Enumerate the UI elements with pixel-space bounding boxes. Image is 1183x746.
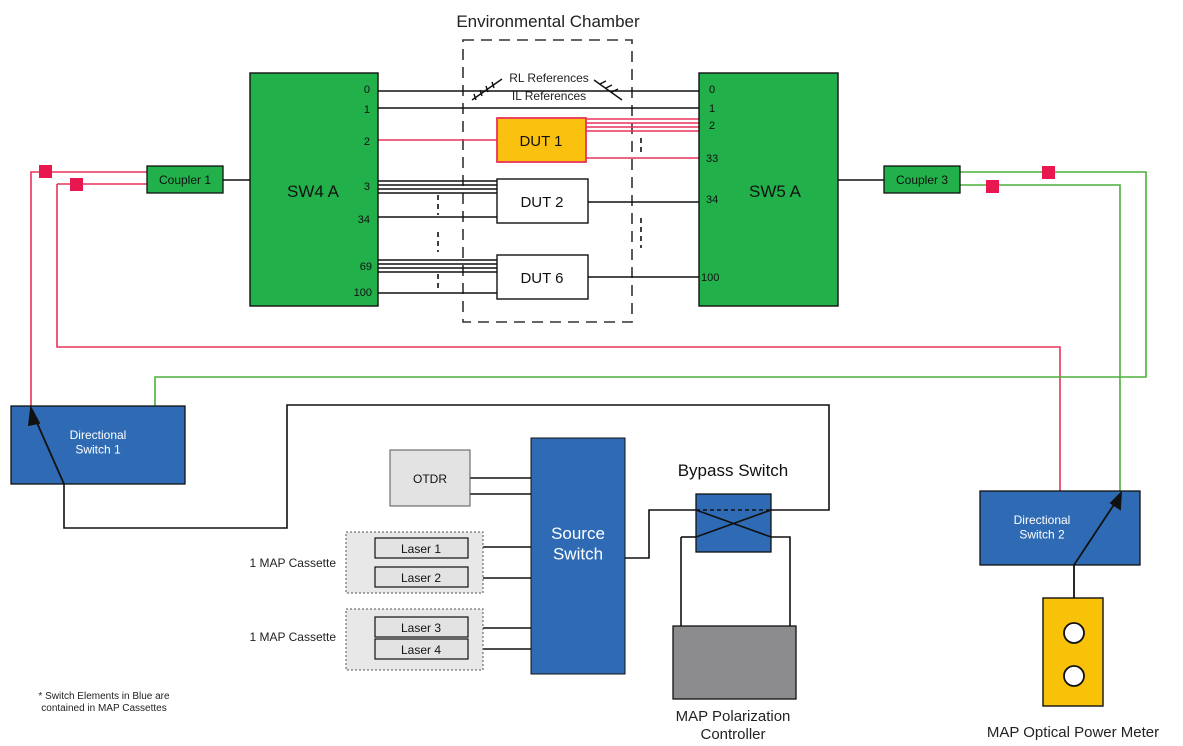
laser-1-box <box>374 537 469 559</box>
sw5-port: 0 <box>709 84 715 96</box>
otdr-label: OTDR <box>413 472 447 486</box>
rl-references-label: RL References <box>509 71 589 85</box>
otdr-box <box>389 449 471 507</box>
red-markers <box>39 165 1055 193</box>
dut-1-box <box>496 117 587 163</box>
sw4-port: 0 <box>364 84 370 96</box>
coupler-3-box <box>883 165 961 194</box>
sw5-port: 100 <box>701 272 719 284</box>
dut-6-box <box>496 254 589 300</box>
red-marker <box>39 165 52 178</box>
dut-2-box <box>496 178 589 224</box>
laser-3-box <box>374 616 469 638</box>
red-fiber-paths <box>30 118 1061 491</box>
dut-1-label: DUT 1 <box>519 133 562 150</box>
source-switch-box <box>530 437 626 675</box>
bypass-switch-label: Bypass Switch <box>678 461 789 480</box>
sw5-port: 33 <box>706 153 718 165</box>
chamber-title: Environmental Chamber <box>456 12 640 31</box>
laser-2-label: Laser 2 <box>401 571 441 585</box>
sw5-port: 2 <box>709 120 715 132</box>
laser-3-label: Laser 3 <box>401 621 441 635</box>
cassette-1-label: 1 MAP Cassette <box>250 556 337 570</box>
coupler-3-label: Coupler 3 <box>896 173 948 187</box>
sw4-port: 100 <box>354 287 372 299</box>
directional-switch-1-arrow <box>27 405 65 485</box>
sw4-port: 2 <box>364 136 370 148</box>
sw5-switch <box>698 72 839 307</box>
continuation-dashes <box>437 138 642 291</box>
polarization-controller-box <box>672 625 797 700</box>
power-meter-port-1 <box>1063 622 1085 644</box>
sw5-port-labels: 0 1 2 33 34 100 <box>701 84 719 284</box>
black-fiber-paths <box>63 90 884 650</box>
laser-4-box <box>374 638 469 660</box>
sw5-port: 34 <box>706 194 718 206</box>
sw4-port: 3 <box>364 181 370 193</box>
green-fiber-paths <box>154 171 1147 491</box>
rl-reference-terminator <box>471 78 623 101</box>
dut-6-label: DUT 6 <box>520 270 563 287</box>
red-marker <box>1042 166 1055 179</box>
laser-1-label: Laser 1 <box>401 542 441 556</box>
il-references-label: IL References <box>512 89 586 103</box>
coupler-1-box <box>146 165 224 194</box>
sw5-port: 1 <box>709 103 715 115</box>
laser-2-box <box>374 566 469 588</box>
sw4-port: 69 <box>360 261 372 273</box>
dut-2-label: DUT 2 <box>520 194 563 211</box>
power-meter-port-2 <box>1063 665 1085 687</box>
red-marker <box>70 178 83 191</box>
cassette-2-label: 1 MAP Cassette <box>250 630 337 644</box>
sw4-switch <box>249 72 379 307</box>
red-marker <box>986 180 999 193</box>
sw5-label: SW5 A <box>749 182 802 201</box>
sw4-port: 34 <box>358 214 370 226</box>
sw4-port: 1 <box>364 104 370 116</box>
laser-4-label: Laser 4 <box>401 643 441 657</box>
power-meter-body <box>1042 597 1104 707</box>
power-meter-label: MAP Optical Power Meter <box>987 724 1159 741</box>
directional-switch-2-arrow <box>1073 490 1123 598</box>
sw4-port-labels: 0 1 2 3 34 69 100 <box>354 84 372 299</box>
directional-switch-1-box <box>10 405 186 485</box>
bypass-switch-paths <box>695 509 772 538</box>
coupler-1-label: Coupler 1 <box>159 173 211 187</box>
sw4-label: SW4 A <box>287 182 340 201</box>
